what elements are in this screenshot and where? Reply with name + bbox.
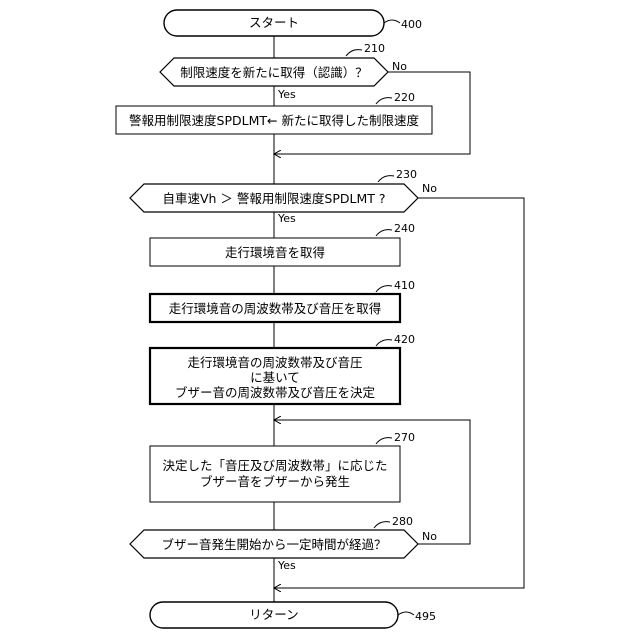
decision-280-no-label: No — [422, 530, 437, 543]
process-240-label: 走行環境音を取得 — [225, 245, 325, 260]
decision-280-ref-leader — [374, 522, 390, 528]
start-ref-leader — [384, 20, 400, 23]
process-420-ref-number: 420 — [394, 333, 415, 346]
decision-210-ref-number: 210 — [364, 42, 385, 55]
decision-230-label: 自車速Vh ＞ 警報用制限速度SPDLMT ? — [162, 191, 385, 206]
start-label: スタート — [249, 15, 299, 30]
end-ref-number: 495 — [415, 610, 436, 623]
process-420-line-1: 走行環境音の周波数帯及び音圧 — [187, 355, 362, 370]
end-label: リターン — [249, 607, 298, 622]
process-270-ref-number: 270 — [394, 431, 415, 444]
decision-230-ref-leader — [378, 176, 394, 182]
process-420-line-3: ブザー音の周波数帯及び音圧を決定 — [175, 385, 375, 400]
process-240-ref-number: 240 — [394, 222, 415, 235]
process-410-ref-leader — [376, 286, 392, 292]
decision-230-ref-number: 230 — [396, 168, 417, 181]
process-410-ref-number: 410 — [394, 279, 415, 292]
start-ref-number: 400 — [401, 18, 422, 31]
process-420-line-2: に基いて — [250, 370, 300, 385]
decision-280-ref-number: 280 — [392, 515, 413, 528]
process-270-line-1: 決定した「音圧及び周波数帯」に応じた — [162, 458, 387, 473]
decision-230-no-label: No — [422, 182, 437, 195]
decision-210-no-label: No — [392, 60, 407, 73]
decision-210-yes-label: Yes — [277, 88, 296, 101]
end-ref-leader — [398, 612, 414, 615]
decision-280-label: ブザー音発生開始から一定時間が経過？ — [161, 537, 386, 552]
process-240-ref-leader — [376, 230, 392, 236]
process-410-label: 走行環境音の周波数帯及び音圧を取得 — [169, 301, 382, 316]
decision-210-ref-leader — [346, 50, 362, 56]
process-220-label: 警報用制限速度SPDLMT← 新たに取得した制限速度 — [129, 113, 419, 128]
decision-230-yes-label: Yes — [277, 212, 296, 225]
decision-210-label: 制限速度を新たに取得（認識）？ — [180, 65, 368, 80]
process-220-ref-number: 220 — [394, 91, 415, 104]
decision-280-yes-label: Yes — [277, 559, 296, 572]
process-270-ref-leader — [376, 438, 392, 444]
process-220-ref-leader — [376, 98, 392, 104]
process-420-ref-leader — [376, 340, 392, 346]
process-270-line-2: ブザー音をブザーから発生 — [200, 474, 350, 489]
